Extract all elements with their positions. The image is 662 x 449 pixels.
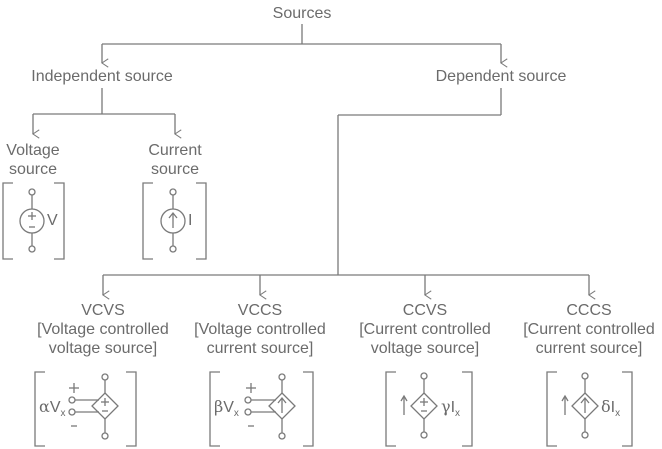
current-source-label: Current source	[135, 141, 215, 179]
vccs-gain-var: V	[223, 399, 234, 416]
root-title: Sources	[272, 5, 332, 22]
vccs-abbr: VCCS	[237, 302, 283, 319]
vcvs-icon	[34, 371, 137, 447]
cccs-label: CCCS [Current controlled current source]	[499, 301, 662, 358]
current-symbol: I	[188, 212, 193, 229]
vcvs-gain-sub: x	[60, 408, 66, 420]
vccs-gain-sub: x	[233, 408, 239, 420]
vccs-line2: current source]	[206, 340, 314, 357]
current-source-line1: Current	[148, 142, 202, 159]
ccvs-gain-symbol: γ	[441, 397, 451, 416]
cccs-gain-symbol: δ	[601, 397, 611, 416]
ccvs-gain-var: I	[450, 399, 456, 416]
vcvs-abbr: VCVS	[81, 302, 125, 319]
cccs-line1: [Current controlled	[523, 321, 655, 338]
dependent-label: Dependent source	[435, 68, 567, 85]
vcvs-line2: voltage source]	[48, 340, 158, 357]
cccs-abbr: CCCS	[566, 302, 612, 319]
vcvs-label: VCVS [Voltage controlled voltage source]	[13, 301, 193, 358]
vcvs-gain: αVx	[39, 397, 65, 423]
vccs-gain-symbol: β	[214, 397, 224, 416]
cccs-gain: δIx	[601, 397, 620, 423]
vccs-gain: βVx	[214, 397, 239, 423]
vcvs-gain-symbol: α	[39, 397, 50, 416]
ccvs-icon	[385, 371, 473, 447]
vcvs-gain-var: V	[49, 399, 61, 416]
independent-label: Independent source	[31, 68, 173, 85]
voltage-source-label: Voltage source	[0, 141, 73, 179]
voltage-source-line1: Voltage	[6, 142, 60, 159]
cccs-line2: current source]	[535, 340, 643, 357]
vccs-label: VCCS [Voltage controlled current source]	[170, 301, 350, 358]
ccvs-abbr: CCVS	[402, 302, 448, 319]
ccvs-gain-sub: x	[455, 408, 461, 420]
cccs-gain-var: I	[610, 399, 616, 416]
cccs-icon	[546, 371, 633, 447]
ccvs-line1: [Current controlled	[359, 321, 491, 338]
vccs-icon	[209, 371, 314, 447]
vccs-line1: [Voltage controlled	[194, 321, 326, 338]
voltage-source-icon	[2, 182, 65, 260]
vcvs-line1: [Voltage controlled	[37, 321, 169, 338]
ccvs-gain: γIx	[441, 397, 460, 423]
ccvs-label: CCVS [Current controlled voltage source]	[335, 301, 515, 358]
cccs-gain-sub: x	[615, 408, 621, 420]
current-source-icon	[142, 182, 207, 260]
voltage-source-line2: source	[8, 161, 58, 178]
current-source-line2: source	[150, 161, 200, 178]
voltage-symbol: V	[47, 212, 58, 229]
ccvs-line2: voltage source]	[370, 340, 480, 357]
